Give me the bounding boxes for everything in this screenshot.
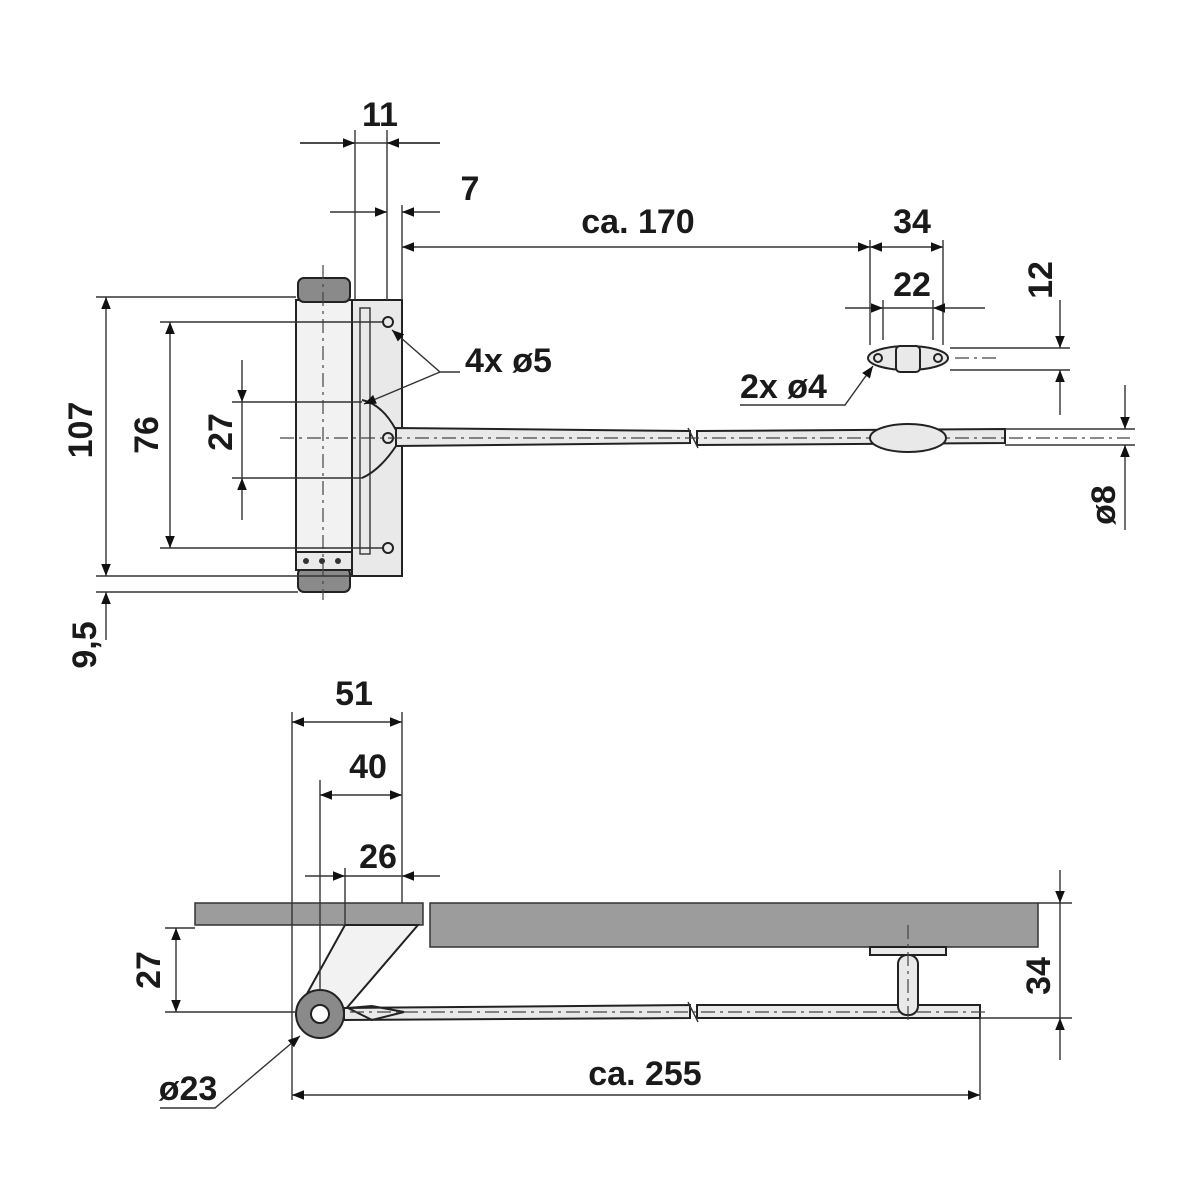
band-dot-2	[319, 558, 325, 564]
arm-bracket-bottom	[869, 423, 947, 453]
hole-5-1	[382, 316, 394, 328]
dim-11: 11	[362, 96, 398, 134]
door-panel[interactable]	[429, 902, 1039, 948]
dim-27: 27	[202, 413, 240, 451]
arm-bracket-pin	[895, 345, 921, 373]
frame-panel[interactable]	[194, 902, 424, 926]
leader-roller	[160, 1035, 301, 1109]
hole-4-1	[873, 353, 883, 363]
arm-right	[696, 427, 1006, 447]
spring-housing	[295, 299, 353, 561]
dim-27-side: 27	[130, 951, 168, 989]
dim-170: ca. 170	[581, 203, 694, 241]
dim-34: 34	[893, 203, 931, 241]
dim-7: 7	[461, 170, 480, 208]
band-dot-1	[303, 558, 309, 564]
hole-4-2	[933, 353, 943, 363]
dim-9-5: 9,5	[66, 621, 104, 668]
spring-cap-top	[297, 277, 351, 303]
dim-26: 26	[359, 838, 397, 876]
dim-40: 40	[349, 748, 387, 786]
dim-8: ø8	[1085, 485, 1123, 525]
dim-12: 12	[1022, 261, 1060, 299]
band-dot-3	[335, 558, 341, 564]
spring-cap-bottom	[297, 567, 351, 593]
callout-4x-hole-5: 4x ø5	[465, 342, 552, 380]
dim-roller-23: ø23	[159, 1070, 218, 1108]
dim-76: 76	[128, 416, 166, 454]
dim-34-side: 34	[1020, 957, 1058, 995]
callout-2x-hole-4: 2x ø4	[740, 368, 827, 406]
leader-holes5-b	[363, 371, 441, 405]
hole-5-3	[382, 542, 394, 554]
dim-22: 22	[893, 266, 931, 304]
roller-inner	[310, 1004, 330, 1024]
leader-holes4	[740, 365, 874, 406]
plate-inner-edge	[359, 307, 371, 555]
side-view: 51 40 26 27 34 ø23 ca. 255	[130, 675, 1072, 1109]
top-view: 11 7 ca. 170 34 22 12 ø8 107 76 27 9,5 4…	[62, 96, 1135, 669]
dim-51: 51	[335, 675, 373, 713]
dim-255: ca. 255	[588, 1055, 701, 1093]
arm-left	[395, 426, 691, 448]
dim-107: 107	[62, 402, 100, 459]
